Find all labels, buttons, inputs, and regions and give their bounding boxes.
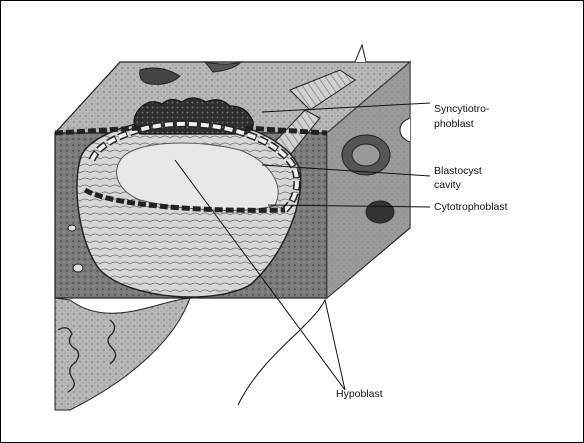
leader-hypoblast-b (238, 300, 345, 405)
gland-side-upper-lumen (352, 144, 380, 166)
label-syncytiotrophoblast-2: phoblast (434, 118, 474, 130)
label-syncytiotrophoblast-1: Syncytiotro- (434, 103, 490, 115)
cell-front-1 (68, 225, 76, 231)
top-crack (355, 45, 366, 62)
label-blastocyst-cavity-2: cavity (434, 179, 462, 191)
label-blastocyst-cavity-1: Blastocyst (434, 165, 482, 177)
lower-tissue (55, 298, 190, 410)
label-hypoblast: Hypoblast (336, 388, 383, 400)
gland-side-lower (366, 201, 394, 223)
label-cytotrophoblast: Cytotrophoblast (434, 201, 508, 213)
cell-front-2 (73, 264, 83, 272)
